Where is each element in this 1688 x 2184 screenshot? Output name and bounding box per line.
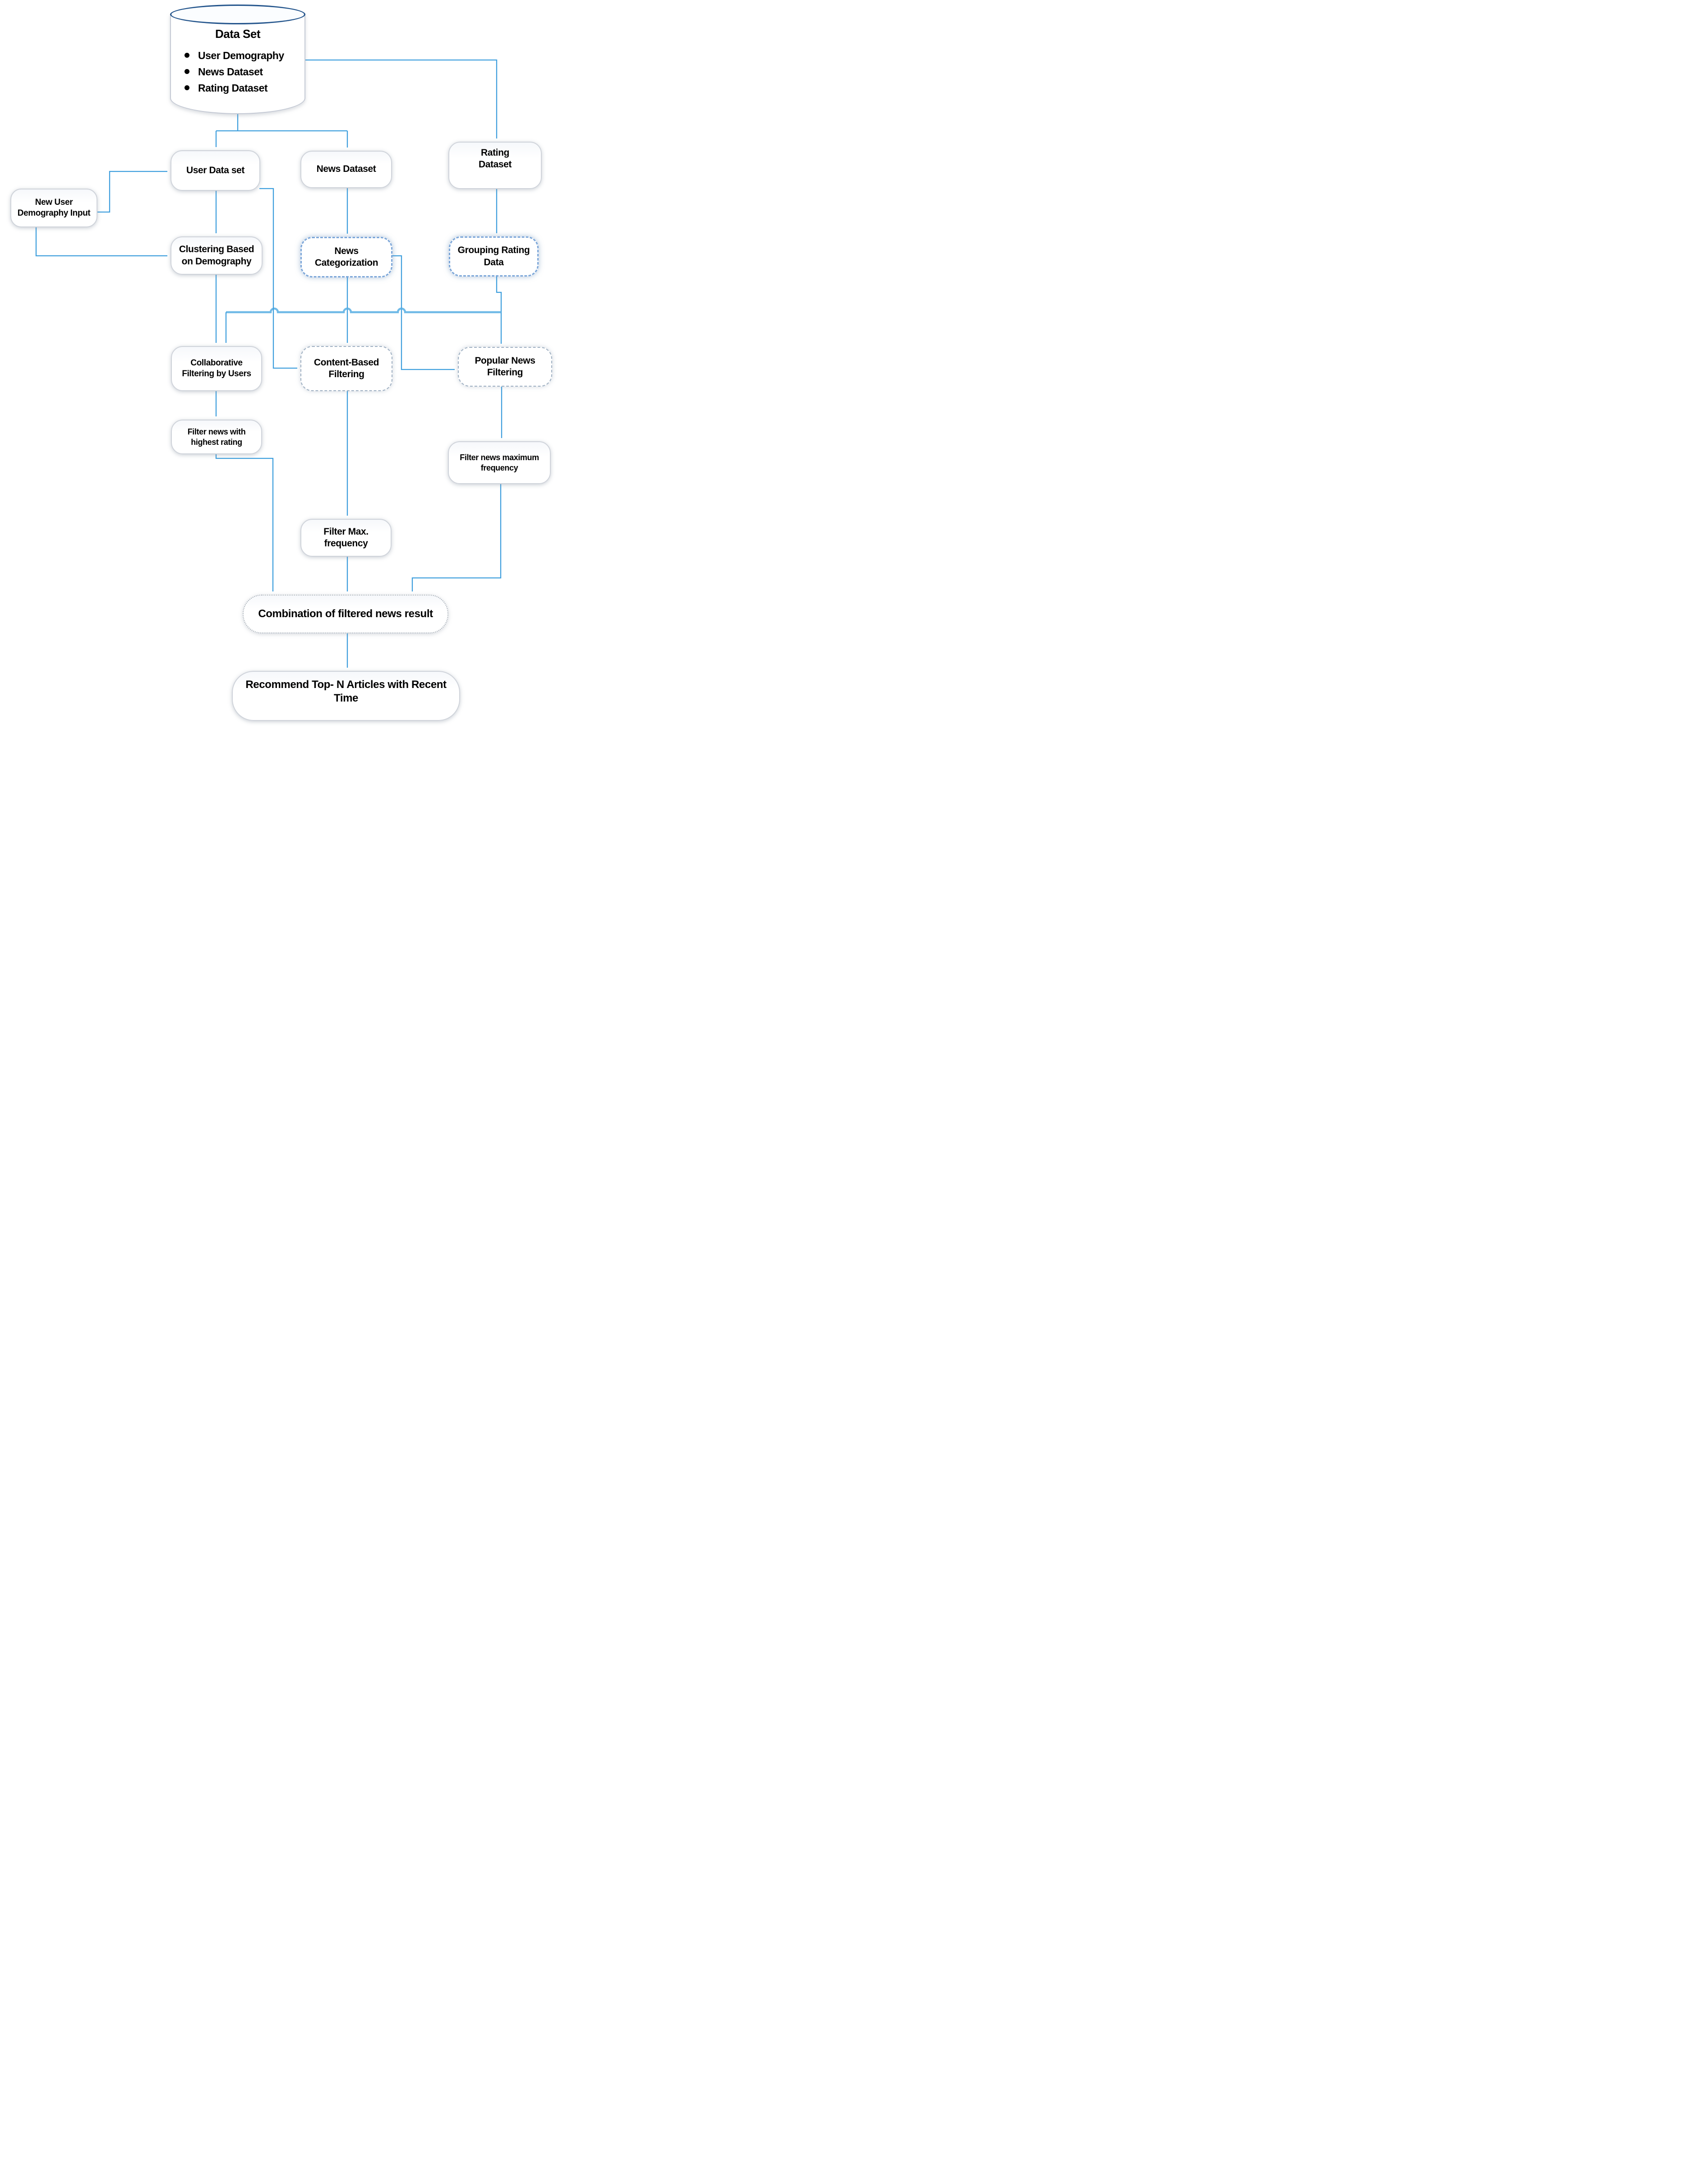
edge-newuser-to-user-dataset	[97, 171, 167, 213]
node-content-based-filtering: Content-Based Filtering	[300, 346, 392, 391]
cylinder-top-ellipse	[170, 5, 305, 24]
node-label: Clustering Based on Demography	[179, 244, 254, 267]
node-combination-filtered-news: Combination of filtered news result	[243, 595, 448, 633]
node-filter-news-maximum-frequency: Filter news maximum frequency	[448, 441, 551, 484]
edge-filter-max-freq-to-combination	[411, 484, 502, 591]
node-new-user-demography-input: New User Demography Input	[10, 189, 97, 227]
node-label: Grouping Rating Data	[457, 245, 530, 268]
node-rating-dataset: Rating Dataset	[448, 142, 542, 189]
node-collaborative-filtering-by-users: Collaborative Filtering by Users	[171, 346, 262, 391]
node-label: News Dataset	[316, 164, 376, 175]
node-clustering-based-on-demography: Clustering Based on Demography	[171, 236, 263, 275]
node-grouping-rating-data: Grouping Rating Data	[449, 236, 539, 277]
cylinder-body	[170, 14, 305, 114]
edge-newuser-to-clustering	[35, 227, 167, 257]
node-label: New User Demography Input	[17, 198, 91, 218]
connector-layer	[35, 59, 503, 668]
edge-grouping-to-popular	[496, 277, 502, 344]
node-label: Collaborative Filtering by Users	[182, 358, 251, 379]
edge-dataset-to-rating-dataset	[305, 59, 498, 139]
node-filter-max-frequency: Filter Max. frequency	[300, 519, 392, 557]
node-label: Recommend Top- N Articles with Recent Ti…	[245, 679, 447, 704]
flowchart-canvas: Data Set User Demography News Dataset Ra…	[0, 0, 563, 728]
node-news-categorization: News Categorization	[300, 237, 392, 277]
node-news-dataset: News Dataset	[300, 151, 392, 188]
node-label: Rating Dataset	[478, 148, 512, 170]
node-label: Filter Max. frequency	[323, 526, 369, 549]
node-label: Popular News Filtering	[475, 355, 535, 378]
node-label: News Categorization	[314, 245, 378, 268]
dataset-items: User Demography News Dataset Rating Data…	[170, 46, 305, 94]
dataset-title: Data Set	[215, 27, 261, 41]
node-label: Filter news maximum frequency	[460, 453, 539, 472]
node-label: User Data set	[186, 165, 245, 175]
node-user-dataset: User Data set	[171, 150, 260, 191]
node-label: Combination of filtered news result	[258, 608, 433, 620]
dataset-content: Data Set User Demography News Dataset Ra…	[170, 27, 305, 111]
edge-grouping-bus	[226, 307, 501, 314]
node-popular-news-filtering: Popular News Filtering	[458, 347, 552, 387]
node-label: Filter news with highest rating	[187, 427, 246, 447]
node-label: Content-Based Filtering	[314, 357, 379, 379]
dataset-item-user-demography: User Demography	[183, 50, 305, 62]
dataset-item-news-dataset: News Dataset	[183, 66, 305, 78]
node-data-set: Data Set User Demography News Dataset Ra…	[170, 5, 305, 114]
node-recommend-top-n-articles: Recommend Top- N Articles with Recent Ti…	[232, 671, 460, 721]
edge-categorization-to-popular	[392, 255, 455, 370]
edge-user-dataset-to-content-based	[259, 188, 297, 369]
edge-filter-highest-to-combination	[215, 454, 274, 591]
dataset-item-rating-dataset: Rating Dataset	[183, 82, 305, 94]
node-filter-news-highest-rating: Filter news with highest rating	[171, 420, 262, 454]
